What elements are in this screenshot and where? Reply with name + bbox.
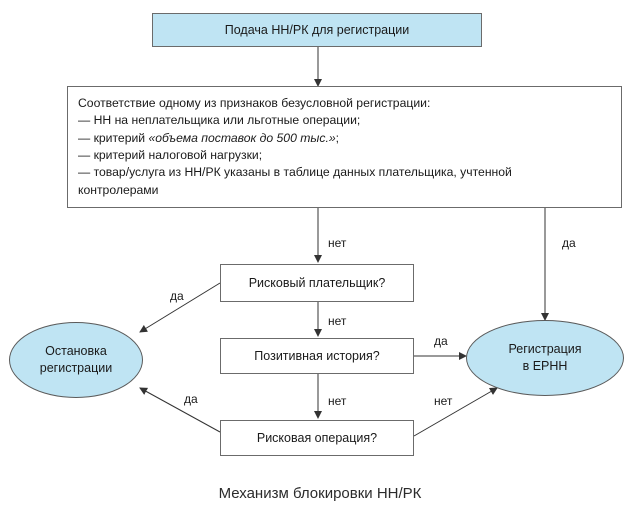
arrow-risky-payer-to-stop: [139, 282, 221, 333]
criteria-box: Соответствие одному из признаков безусло…: [67, 86, 622, 208]
outcome-register-ernn: Регистрация в ЕРНН: [466, 320, 624, 396]
edge-label-criteria-yes: да: [562, 236, 576, 250]
decision-risky-operation-text: Рисковая операция?: [256, 430, 378, 445]
criteria-item-volume-suffix: ;: [335, 130, 340, 145]
figure-caption: Механизм блокировки НН/РК: [218, 485, 422, 502]
edge-label-criteria-no: нет: [328, 236, 347, 250]
edge-label-risky-operation-yes: да: [184, 392, 198, 406]
decision-risky-payer: Рисковый плательщик?: [220, 264, 414, 302]
criteria-item-goods-line-2: контролерами: [78, 182, 159, 197]
arrow-risky-operation-to-stop: [139, 387, 221, 433]
criteria-item-goods-line-1: — товар/услуга из НН/РК указаны в таблиц…: [78, 165, 512, 180]
criteria-item-tax-burden: — критерий налоговой нагрузки;: [78, 147, 263, 162]
criteria-item-volume: — критерий «объема поставок до 500 тыс.»…: [78, 130, 611, 147]
outcome-stop-line-2: регистрации: [39, 361, 113, 375]
edge-label-risky-operation-no: нет: [434, 394, 453, 408]
edge-label-positive-history-no: нет: [328, 394, 347, 408]
edge-label-positive-history-yes: да: [434, 334, 448, 348]
outcome-stop-line-1: Остановка: [45, 344, 107, 359]
outcome-register-line-1: Регистрация: [508, 342, 582, 357]
criteria-item-volume-prefix: — критерий: [78, 130, 149, 145]
criteria-item-non-payer: — НН на неплательщика или льготные опера…: [78, 113, 361, 128]
submission-box-text: Подача НН/РК для регистрации: [224, 22, 410, 37]
decision-positive-history-text: Позитивная история?: [254, 348, 380, 363]
arrow-risky-operation-to-register: [413, 387, 498, 437]
outcome-register-line-2: в ЕРНН: [522, 359, 568, 373]
decision-risky-operation: Рисковая операция?: [220, 420, 414, 456]
criteria-heading: Соответствие одному из признаков безусло…: [78, 96, 431, 110]
submission-box: Подача НН/РК для регистрации: [152, 13, 482, 47]
criteria-item-volume-italic: «объема поставок до 500 тыс.»: [148, 130, 336, 145]
edge-label-risky-payer-yes: да: [170, 289, 184, 303]
decision-positive-history: Позитивная история?: [220, 338, 414, 374]
edge-label-risky-payer-no: нет: [328, 314, 347, 328]
decision-risky-payer-text: Рисковый плательщик?: [248, 275, 386, 290]
outcome-stop-registration: Остановка регистрации: [9, 322, 143, 398]
